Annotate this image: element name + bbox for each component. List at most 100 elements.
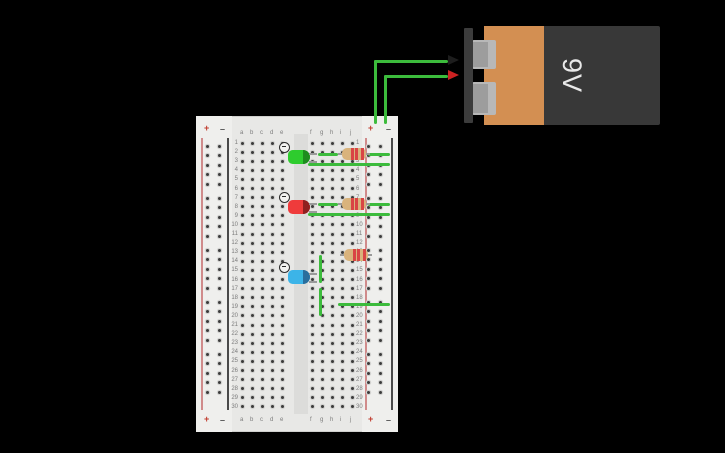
hole-c13[interactable]: [260, 250, 264, 254]
hole-c7[interactable]: [260, 196, 264, 200]
hole-f22[interactable]: [310, 332, 314, 336]
hole-f26[interactable]: [310, 369, 314, 372]
hole-e5[interactable]: [280, 177, 284, 181]
rail-hole-left-pos-14[interactable]: [205, 286, 209, 290]
hole-h22[interactable]: [330, 332, 334, 336]
hole-d30[interactable]: [270, 405, 274, 409]
hole-b8[interactable]: [250, 205, 254, 209]
wire-battery-positive-vertical[interactable]: [384, 75, 387, 124]
rail-hole-left-pos-1[interactable]: [205, 154, 209, 158]
rail-hole-left-pos-15[interactable]: [205, 300, 209, 304]
hole-g25[interactable]: [320, 359, 324, 363]
hole-a28[interactable]: [240, 387, 244, 391]
hole-a16[interactable]: [240, 278, 244, 281]
hole-e25[interactable]: [280, 359, 284, 363]
hole-g26[interactable]: [320, 369, 324, 372]
rail-hole-left-neg-16[interactable]: [217, 310, 221, 314]
hole-h2[interactable]: [330, 150, 334, 154]
hole-j11[interactable]: [350, 232, 354, 236]
rail-hole-right-neg-15[interactable]: [366, 300, 370, 304]
hole-b22[interactable]: [250, 332, 254, 336]
rail-hole-right-pos-22[interactable]: [378, 371, 382, 375]
hole-d11[interactable]: [270, 232, 274, 236]
hole-d1[interactable]: [270, 141, 274, 145]
hole-b26[interactable]: [250, 369, 254, 372]
hole-e24[interactable]: [280, 350, 284, 354]
hole-g4[interactable]: [320, 168, 324, 172]
hole-e14[interactable]: [280, 259, 284, 263]
rail-hole-right-neg-4[interactable]: [366, 182, 370, 186]
hole-a6[interactable]: [240, 187, 244, 190]
hole-f16[interactable]: [310, 278, 314, 281]
hole-b19[interactable]: [250, 305, 254, 309]
hole-i5[interactable]: [340, 177, 344, 181]
rail-hole-right-pos-8[interactable]: [378, 225, 382, 229]
hole-h19[interactable]: [330, 305, 334, 309]
hole-h20[interactable]: [330, 314, 334, 318]
hole-a14[interactable]: [240, 259, 244, 263]
hole-a10[interactable]: [240, 223, 244, 227]
hole-e11[interactable]: [280, 232, 284, 236]
hole-h16[interactable]: [330, 278, 334, 281]
breadboard-left-power-rail[interactable]: + – + –: [196, 116, 232, 432]
hole-d19[interactable]: [270, 305, 274, 309]
rail-hole-right-pos-11[interactable]: [378, 258, 382, 262]
hole-i22[interactable]: [340, 332, 344, 336]
hole-b20[interactable]: [250, 314, 254, 318]
hole-a12[interactable]: [240, 241, 244, 245]
hole-g30[interactable]: [320, 405, 324, 409]
hole-e4[interactable]: [280, 168, 284, 172]
rail-hole-left-pos-2[interactable]: [205, 163, 209, 167]
hole-a3[interactable]: [240, 159, 244, 163]
hole-c18[interactable]: [260, 296, 264, 300]
hole-a1[interactable]: [240, 141, 244, 145]
hole-c21[interactable]: [260, 323, 264, 327]
rail-hole-left-pos-0[interactable]: [205, 144, 209, 148]
hole-b10[interactable]: [250, 223, 254, 227]
rail-hole-left-pos-16[interactable]: [205, 310, 209, 314]
rail-hole-left-pos-10[interactable]: [205, 248, 209, 252]
hole-e9[interactable]: [280, 214, 284, 218]
hole-g21[interactable]: [320, 323, 324, 327]
hole-h12[interactable]: [330, 241, 334, 245]
hole-b27[interactable]: [250, 378, 254, 382]
rail-hole-right-pos-18[interactable]: [378, 329, 382, 333]
hole-h25[interactable]: [330, 359, 334, 363]
hole-h27[interactable]: [330, 378, 334, 382]
hole-i23[interactable]: [340, 341, 344, 345]
hole-b28[interactable]: [250, 387, 254, 391]
hole-j5[interactable]: [350, 177, 354, 181]
hole-g24[interactable]: [320, 350, 324, 354]
rail-hole-left-neg-1[interactable]: [217, 154, 221, 158]
hole-g15[interactable]: [320, 268, 324, 272]
rail-hole-right-neg-22[interactable]: [366, 371, 370, 375]
hole-i28[interactable]: [340, 387, 344, 391]
rail-hole-right-neg-6[interactable]: [366, 206, 370, 210]
battery-9v[interactable]: 9V: [448, 26, 660, 125]
hole-c17[interactable]: [260, 287, 264, 291]
hole-a29[interactable]: [240, 396, 244, 400]
rail-hole-right-neg-24[interactable]: [366, 390, 370, 394]
wire-resistor-2-left-lead[interactable]: [318, 203, 338, 206]
hole-h17[interactable]: [330, 287, 334, 291]
wire-battery-negative-horizontal[interactable]: [374, 60, 448, 63]
hole-g29[interactable]: [320, 396, 324, 400]
hole-b13[interactable]: [250, 250, 254, 254]
hole-e20[interactable]: [280, 314, 284, 318]
hole-c9[interactable]: [260, 214, 264, 218]
hole-b23[interactable]: [250, 341, 254, 345]
hole-g19[interactable]: [320, 305, 324, 309]
hole-i6[interactable]: [340, 187, 344, 190]
hole-j18[interactable]: [350, 296, 354, 300]
hole-h7[interactable]: [330, 196, 334, 200]
hole-b15[interactable]: [250, 268, 254, 272]
hole-f7[interactable]: [310, 196, 314, 200]
rail-hole-left-pos-13[interactable]: [205, 277, 209, 281]
rail-hole-left-neg-14[interactable]: [217, 286, 221, 290]
hole-d2[interactable]: [270, 150, 274, 154]
rail-hole-right-pos-14[interactable]: [378, 286, 382, 290]
hole-f6[interactable]: [310, 187, 314, 190]
rail-hole-right-pos-19[interactable]: [378, 338, 382, 342]
hole-a22[interactable]: [240, 332, 244, 336]
hole-h15[interactable]: [330, 268, 334, 272]
